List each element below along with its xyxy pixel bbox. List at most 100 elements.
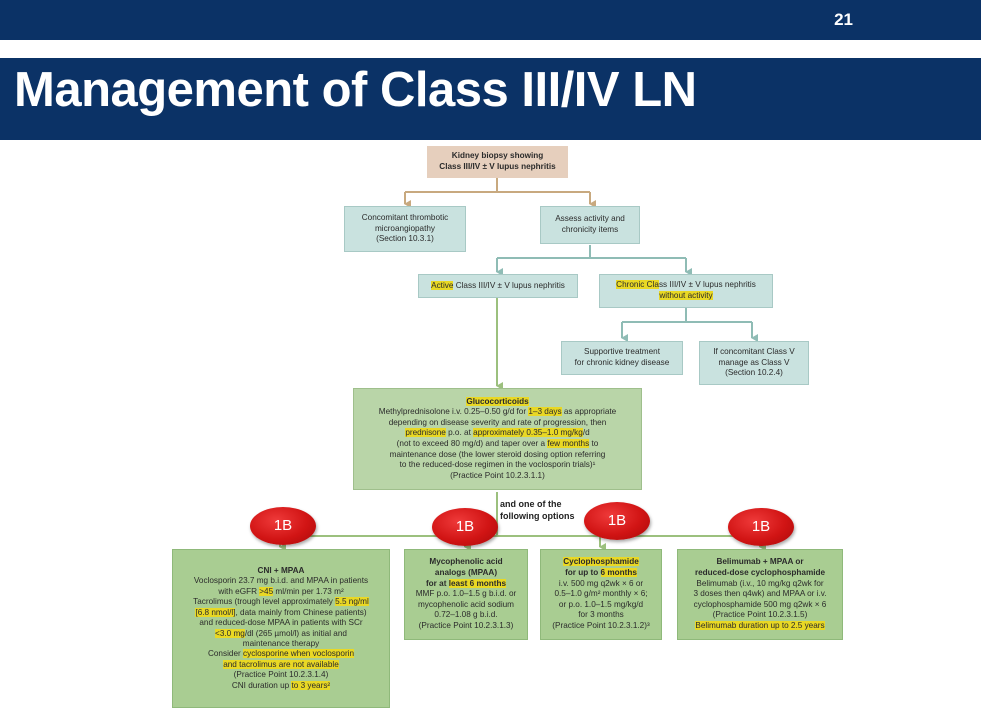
gc-text: (not to exceed 80 mg/d) and taper over a [396,439,548,448]
supportive-line2: for chronic kidney disease [574,358,670,367]
and-one-of-line2: following options [500,511,575,521]
slide-title: Management of Class III/IV LN [14,63,697,117]
classv-line3: (Section 10.2.4) [725,368,783,378]
top-banner: 21 [0,0,981,40]
belimumab-highlight: Belimumab duration up to 2.5 years [695,620,825,630]
chronic-connector [621,308,758,342]
cni-text: Tacrolimus (trough level approximately [193,597,336,607]
chronic-highlight: Chronic Cla [616,280,659,290]
glucocorticoids-box: Glucocorticoids Methylprednisolone i.v. … [353,388,642,490]
mpaa-text: (Practice Point 10.2.3.1.3) [418,620,514,630]
tma-line1: Concomitant thrombotic [361,213,449,223]
root-connector [404,178,596,208]
mpaa-text: mycophenolic acid sodium [417,599,515,609]
supportive-treatment-box: Supportive treatment for chronic kidney … [561,341,683,375]
mpaa-text: 0.72–1.08 g b.i.d. [434,610,498,620]
tma-line2: microangiopathy [374,223,436,233]
cyclo-heading: Cyclophosphamide [563,557,639,567]
cyclophosphamide-box: Cyclophosphamide for up to 6 months i.v.… [540,549,662,640]
assess-line1: Assess activity and [555,214,625,224]
cni-text: Consider [207,649,243,659]
gc-text: p.o. at [445,428,474,438]
cni-text: ml/min per 1.73 m² [273,586,344,596]
glucocorticoids-heading: Glucocorticoids [466,396,529,406]
classv-line1: If concomitant Class V [713,347,795,357]
belimumab-box: Belimumab + MPAA or reduced-dose cycloph… [677,549,843,640]
classv-line2: manage as Class V [718,357,790,367]
gc-text: as appropriate [561,407,617,417]
gc-highlight: approximately 0.35–1.0 mg/kg [473,428,583,438]
cni-text: , data mainly from Chinese patients) [235,607,367,617]
assess-connector [496,245,692,276]
cni-text: Voclosporin 23.7 mg b.i.d. and MPAA in p… [193,576,369,586]
evidence-grade-badge: 1B [584,502,650,540]
cni-highlight: 5.5 ng/ml [335,597,369,607]
kidney-biopsy-line2: Class III/IV ± V lupus nephritis [439,162,556,171]
mpaa-text: MMF p.o. 1.0–1.5 g b.i.d. or [415,589,517,599]
kidney-biopsy-line1: Kidney biopsy showing [451,151,544,161]
belimumab-heading: reduced-dose cyclophosphamide [694,568,826,578]
page-number: 21 [834,10,853,29]
mpaa-text: for at [425,578,449,588]
chronic-lupus-nephritis-box: Chronic Class III/IV ± V lupus nephritis… [599,274,773,308]
evidence-grade-badge: 1B [728,508,794,546]
without-activity-highlight: without activity [659,291,713,300]
tma-line3: (Section 10.3.1) [376,234,434,244]
cni-highlight: cyclosporine when voclosporin [243,649,355,659]
cyclo-text: i.v. 500 mg q2wk × 6 or [558,578,644,588]
cni-highlight: [6.8 nmol/l] [195,607,236,617]
cyclo-highlight: 6 months [600,568,637,578]
mpaa-heading: Mycophenolic acid [429,557,503,567]
and-one-of-label: and one of the following options [500,498,574,522]
thrombotic-microangiopathy-box: Concomitant thrombotic microangiopathy (… [344,206,466,252]
cni-text: with eGFR [218,586,260,596]
gc-highlight: prednisone [405,428,446,438]
belimumab-text: 3 doses then q4wk) and MPAA or i.v. [693,589,827,599]
gc-text: (Practice Point 10.2.3.1.1) [450,470,545,480]
gc-text: depending on disease severity and rate o… [388,417,607,427]
cyclo-text: for up to [565,568,601,578]
supportive-line1: Supportive treatment [583,347,660,357]
mpaa-heading: analogs (MPAA) [434,568,498,578]
active-highlight: Active [431,280,454,290]
cni-text: /dl (265 µmol/l) as initial and [244,628,347,638]
cyclo-text: for 3 months [578,610,624,620]
belimumab-text: Belimumab (i.v., 10 mg/kg q2wk for [696,578,824,588]
belimumab-text: (Practice Point 10.2.3.1.5) [712,610,808,620]
gc-text: to [589,439,599,448]
cni-highlight: and tacrolimus are not available [223,659,339,669]
gc-highlight: few months [547,439,590,448]
cyclo-text: 0.5–1.0 g/m² monthly × 6; [554,589,648,599]
mpaa-box: Mycophenolic acid analogs (MPAA) for at … [404,549,528,640]
title-banner: Management of Class III/IV LN [0,58,981,140]
cni-text: and reduced-dose MPAA in patients with S… [199,618,363,628]
cni-text: CNI duration up [231,680,292,690]
cni-highlight: >45 [259,586,274,596]
active-text: Class III/IV ± V lupus nephritis [453,280,565,290]
kidney-biopsy-box: Kidney biopsy showing Class III/IV ± V l… [427,146,568,178]
belimumab-heading: Belimumab + MPAA or [716,557,804,567]
class-v-box: If concomitant Class V manage as Class V… [699,341,809,385]
cyclo-text: (Practice Point 10.2.3.1.2)³ [552,620,650,630]
evidence-grade-badge: 1B [432,508,498,546]
gc-highlight: 1–3 days [528,407,562,417]
cni-highlight: to 3 years² [291,680,331,690]
gc-text: Methylprednisolone i.v. 0.25–0.50 g/d fo… [378,407,529,417]
evidence-grade-badge: 1B [250,507,316,545]
cni-highlight: <3.0 mg [215,628,245,638]
and-one-of-line1: and one of the [500,499,562,509]
assess-line2: chronicity items [561,225,619,234]
gc-text: to the reduced-dose regimen in the voclo… [399,460,596,470]
belimumab-text: cyclophosphamide 500 mg q2wk × 6 [693,599,827,609]
cni-heading: CNI + MPAA [257,566,305,576]
assess-activity-box: Assess activity and chronicity items [540,206,640,244]
cni-text: maintenance therapy [242,638,320,648]
mpaa-highlight: least 6 months [448,578,507,588]
cyclo-text: or p.o. 1.0–1.5 mg/kg/d [558,599,644,609]
cni-mpaa-box: CNI + MPAA Voclosporin 23.7 mg b.i.d. an… [172,549,390,708]
chronic-text: ss III/IV ± V lupus nephritis [658,280,756,290]
gc-text: maintenance dose (the lower steroid dosi… [389,449,606,459]
gc-text: /d [582,428,590,438]
cni-text: (Practice Point 10.2.3.1.4) [233,670,329,680]
active-lupus-nephritis-box: Active Class III/IV ± V lupus nephritis [418,274,578,298]
